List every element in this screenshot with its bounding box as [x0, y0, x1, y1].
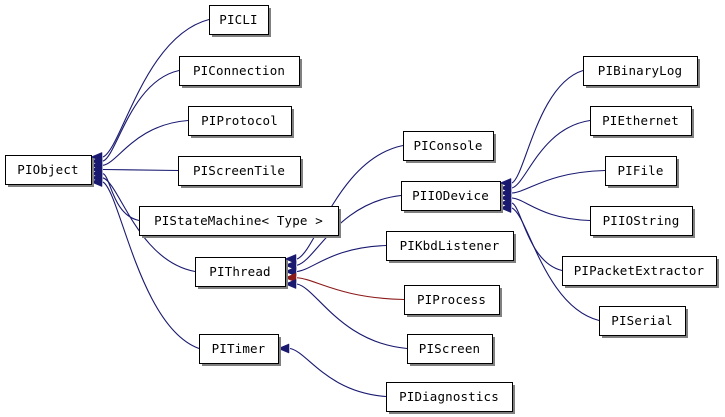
node-box[interactable]: [404, 285, 500, 315]
edge-PIProcess-to-PIThread: [296, 277, 405, 301]
node-label: PIStateMachine< Type >: [154, 213, 323, 228]
edge-PIFile-to-PIIODevice: [511, 169, 606, 194]
edge-PIEthernet-to-PIIODevice: [511, 119, 591, 189]
edge-PIProtocol-to-PIObject: [102, 119, 189, 166]
edge-PIStateMachine-to-PIObject: [102, 173, 140, 222]
class-node-pistatemachine[interactable]: PIStateMachine< Type >: [139, 206, 342, 239]
node-label: PIPacketExtractor: [574, 263, 705, 278]
class-node-pitimer[interactable]: PITimer: [199, 334, 282, 367]
node-label: PIProcess: [417, 292, 486, 307]
edge-PITimer-to-PIObject: [102, 181, 200, 350]
class-node-piiostring[interactable]: PIIOString: [590, 206, 696, 239]
node-label: PICLI: [219, 12, 257, 27]
arrowhead-PIIODevice-to-PIThread: [284, 260, 297, 271]
node-box[interactable]: [139, 206, 339, 236]
node-label: PIConnection: [193, 63, 285, 78]
class-node-piiodevice[interactable]: PIIODevice: [401, 181, 504, 214]
node-box[interactable]: [590, 206, 693, 236]
node-label: PIConsole: [413, 138, 482, 153]
class-node-piscreen[interactable]: PIScreen: [407, 334, 496, 367]
class-node-piobject[interactable]: PIObject: [5, 155, 95, 188]
node-box[interactable]: [188, 106, 292, 136]
node-label: PIObject: [17, 162, 78, 177]
edge-PIIOString-to-PIIODevice: [511, 197, 591, 222]
node-box[interactable]: [179, 56, 300, 86]
node-label: PIScreenTile: [193, 163, 285, 178]
node-box[interactable]: [195, 257, 286, 287]
node-box[interactable]: [403, 131, 494, 161]
node-label: PIProtocol: [201, 113, 278, 128]
node-box[interactable]: [583, 56, 698, 86]
class-node-pifile[interactable]: PIFile: [605, 156, 680, 189]
class-node-pikbdlistener[interactable]: PIKbdListener: [386, 231, 517, 264]
node-label: PIThread: [209, 264, 270, 279]
edge-PICLI-to-PIObject: [102, 18, 210, 158]
node-box[interactable]: [5, 155, 92, 185]
arrowhead-PISerial-to-PIIODevice: [499, 203, 512, 213]
arrowhead-PITimer-to-PIObject: [90, 177, 103, 187]
class-node-piserial[interactable]: PISerial: [599, 306, 689, 339]
class-node-pibinarylog[interactable]: PIBinaryLog: [583, 56, 701, 89]
class-node-picli[interactable]: PICLI: [209, 5, 272, 38]
node-label: PITimer: [212, 341, 266, 356]
node-label: PIDiagnostics: [399, 389, 499, 404]
node-box[interactable]: [199, 334, 279, 364]
edge-PIScreenTile-to-PIObject: [102, 168, 179, 172]
node-label: PIScreen: [419, 341, 480, 356]
node-label: PIIOString: [603, 213, 680, 228]
arrowhead-PIProcess-to-PIThread: [284, 272, 297, 283]
edge-PIThread-to-PIObject: [102, 177, 196, 273]
edge-PISerial-to-PIIODevice: [511, 207, 600, 322]
class-node-piscreentile[interactable]: PIScreenTile: [178, 156, 304, 189]
edge-PIConnection-to-PIObject: [102, 69, 180, 162]
class-node-pithread[interactable]: PIThread: [195, 257, 289, 290]
node-box[interactable]: [605, 156, 677, 186]
node-label: PIEthernet: [602, 113, 679, 128]
edge-PIBinaryLog-to-PIIODevice: [511, 69, 584, 184]
node-label: PIFile: [617, 163, 663, 178]
node-layer: PIObject PICLI PIConnectionPIProtocolPIScr…: [5, 5, 720, 415]
node-box[interactable]: [407, 334, 493, 364]
class-node-piprocess[interactable]: PIProcess: [404, 285, 503, 318]
edge-PIScreen-to-PIThread: [296, 283, 408, 350]
node-box[interactable]: [178, 156, 301, 186]
class-node-pidiagnostics[interactable]: PIDiagnostics: [386, 382, 516, 415]
node-box[interactable]: [401, 181, 501, 211]
node-label: PIKbdListener: [400, 238, 500, 253]
edge-PIKbdListener-to-PIThread: [296, 244, 387, 273]
edge-PIConsole-to-PIThread: [296, 144, 404, 260]
node-box[interactable]: [386, 382, 513, 412]
arrowhead-PIKbdListener-to-PIThread: [284, 266, 297, 277]
node-label: PISerial: [611, 313, 672, 328]
class-node-piconsole[interactable]: PIConsole: [403, 131, 497, 164]
edge-PIDiagnostics-to-PITimer: [289, 347, 387, 398]
node-box[interactable]: [562, 256, 717, 286]
node-box[interactable]: [209, 5, 269, 35]
edge-PIPacketExtractor-to-PIIODevice: [511, 202, 563, 272]
arrowhead-PIScreen-to-PIThread: [284, 279, 297, 289]
node-label: PIIODevice: [412, 188, 489, 203]
node-box[interactable]: [590, 106, 692, 136]
arrowhead-PIConsole-to-PIThread: [284, 254, 297, 264]
arrowhead-PIDiagnostics-to-PITimer: [277, 343, 290, 354]
class-node-piconnection[interactable]: PIConnection: [179, 56, 303, 89]
node-box[interactable]: [599, 306, 686, 336]
class-node-piethernet[interactable]: PIEthernet: [590, 106, 695, 139]
node-box[interactable]: [386, 231, 514, 261]
class-node-pipacketextractor[interactable]: PIPacketExtractor: [562, 256, 720, 289]
class-node-piprotocol[interactable]: PIProtocol: [188, 106, 295, 139]
node-label: PIBinaryLog: [598, 63, 682, 78]
